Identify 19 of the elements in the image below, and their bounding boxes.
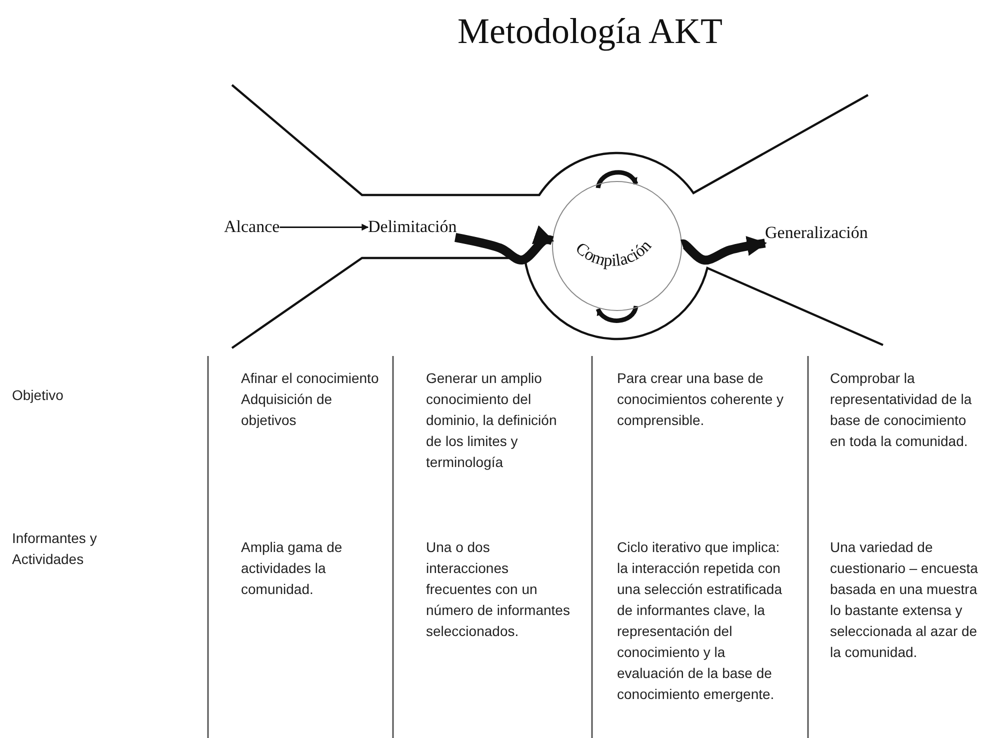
description-text: Una o dos interacciones frecuentes con un número de informantes seleccionados. (426, 538, 571, 641)
row-header: Informantes y Actividades (12, 529, 98, 569)
row-header: Objetivo (12, 386, 64, 405)
description-text: Amplia gama de actividades la comunidad. (241, 538, 344, 599)
description-text: Una variedad de cuestionario – encuesta basada en una muestra lo bastante extensa y seleccionada al azar de la comunidad. (830, 538, 979, 662)
description-text: Afinar el conocimiento Adquisición de objetivos (241, 369, 380, 430)
stage-label: Generalización (765, 223, 868, 244)
description-text: Generar un amplio conocimiento del dominio, la definición de los limites y terminología (426, 369, 558, 472)
cycle-circle (552, 181, 682, 311)
description-text: Para crear una base de conocimientos coherente y comprensible. (617, 369, 785, 430)
description-text: Ciclo iterativo que implica: la interacción repetida con una selección estratificada de informantes clave, la representación del conocimiento y la evaluación de la base de conocimiento emergente. (617, 538, 783, 704)
stage-label: Alcance (224, 217, 280, 238)
arrow (280, 224, 369, 231)
arrow (680, 236, 767, 265)
diagram-title: Metodología AKT (458, 11, 722, 51)
stage-label: Compilación (572, 236, 655, 270)
description-text: Comprobar la representatividad de la base de conocimiento en toda la comunidad. (830, 369, 973, 451)
arrow (454, 225, 554, 264)
stage-label: Delimitación (368, 217, 457, 238)
